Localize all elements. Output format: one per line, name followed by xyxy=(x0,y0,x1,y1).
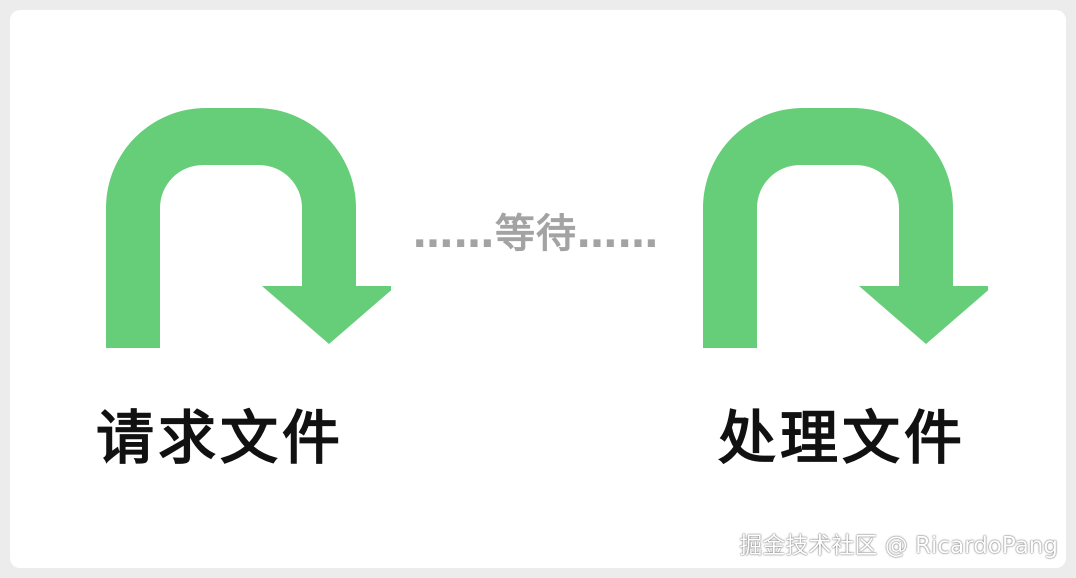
arrow-shape xyxy=(106,108,391,348)
arrow-shape xyxy=(703,108,988,348)
u-turn-arrow-icon xyxy=(106,108,391,348)
watermark: 掘金技术社区 @ RicardoPang xyxy=(739,533,1058,559)
wait-label: ……等待…… xyxy=(413,211,659,257)
process-file-label: 处理文件 xyxy=(718,404,967,472)
u-turn-arrow-icon xyxy=(703,108,988,348)
diagram-canvas: ……等待…… 请求文件 处理文件 掘金技术社区 @ RicardoPang xyxy=(10,10,1066,568)
request-file-label: 请求文件 xyxy=(96,404,345,472)
